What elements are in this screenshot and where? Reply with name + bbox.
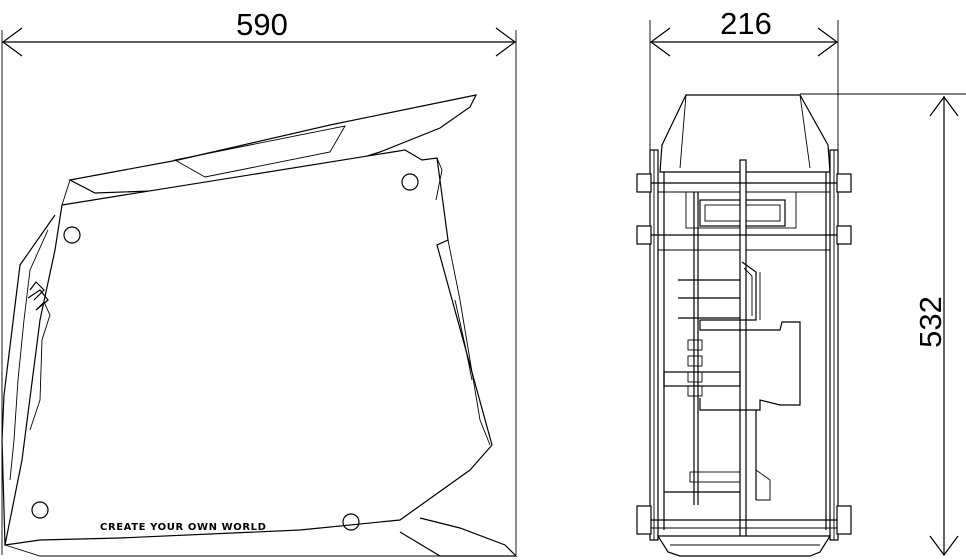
front-card-tray [663,261,801,501]
screw-top-left [63,226,81,244]
depth-dimension-label: 216 [720,6,772,41]
case-slogan: CREATE YOUR OWN WORLD [100,522,267,533]
screw-top-right [401,173,419,191]
depth-dimension: 216 [649,6,839,160]
side-panel [1,149,518,557]
width-dimension-label: 590 [236,7,288,42]
front-view: 216 532 [636,6,966,557]
front-side-walls [649,149,839,541]
front-chassis [658,159,830,551]
front-tabs [636,173,852,535]
height-dimension-label: 532 [913,296,948,348]
height-dimension: 532 [800,93,966,557]
width-dimension: 590 [1,7,517,555]
screw-bottom-left [31,501,49,519]
side-screws [31,173,419,531]
front-base [656,535,832,557]
screw-bottom-right [342,513,360,531]
side-view: 590 [1,7,518,557]
